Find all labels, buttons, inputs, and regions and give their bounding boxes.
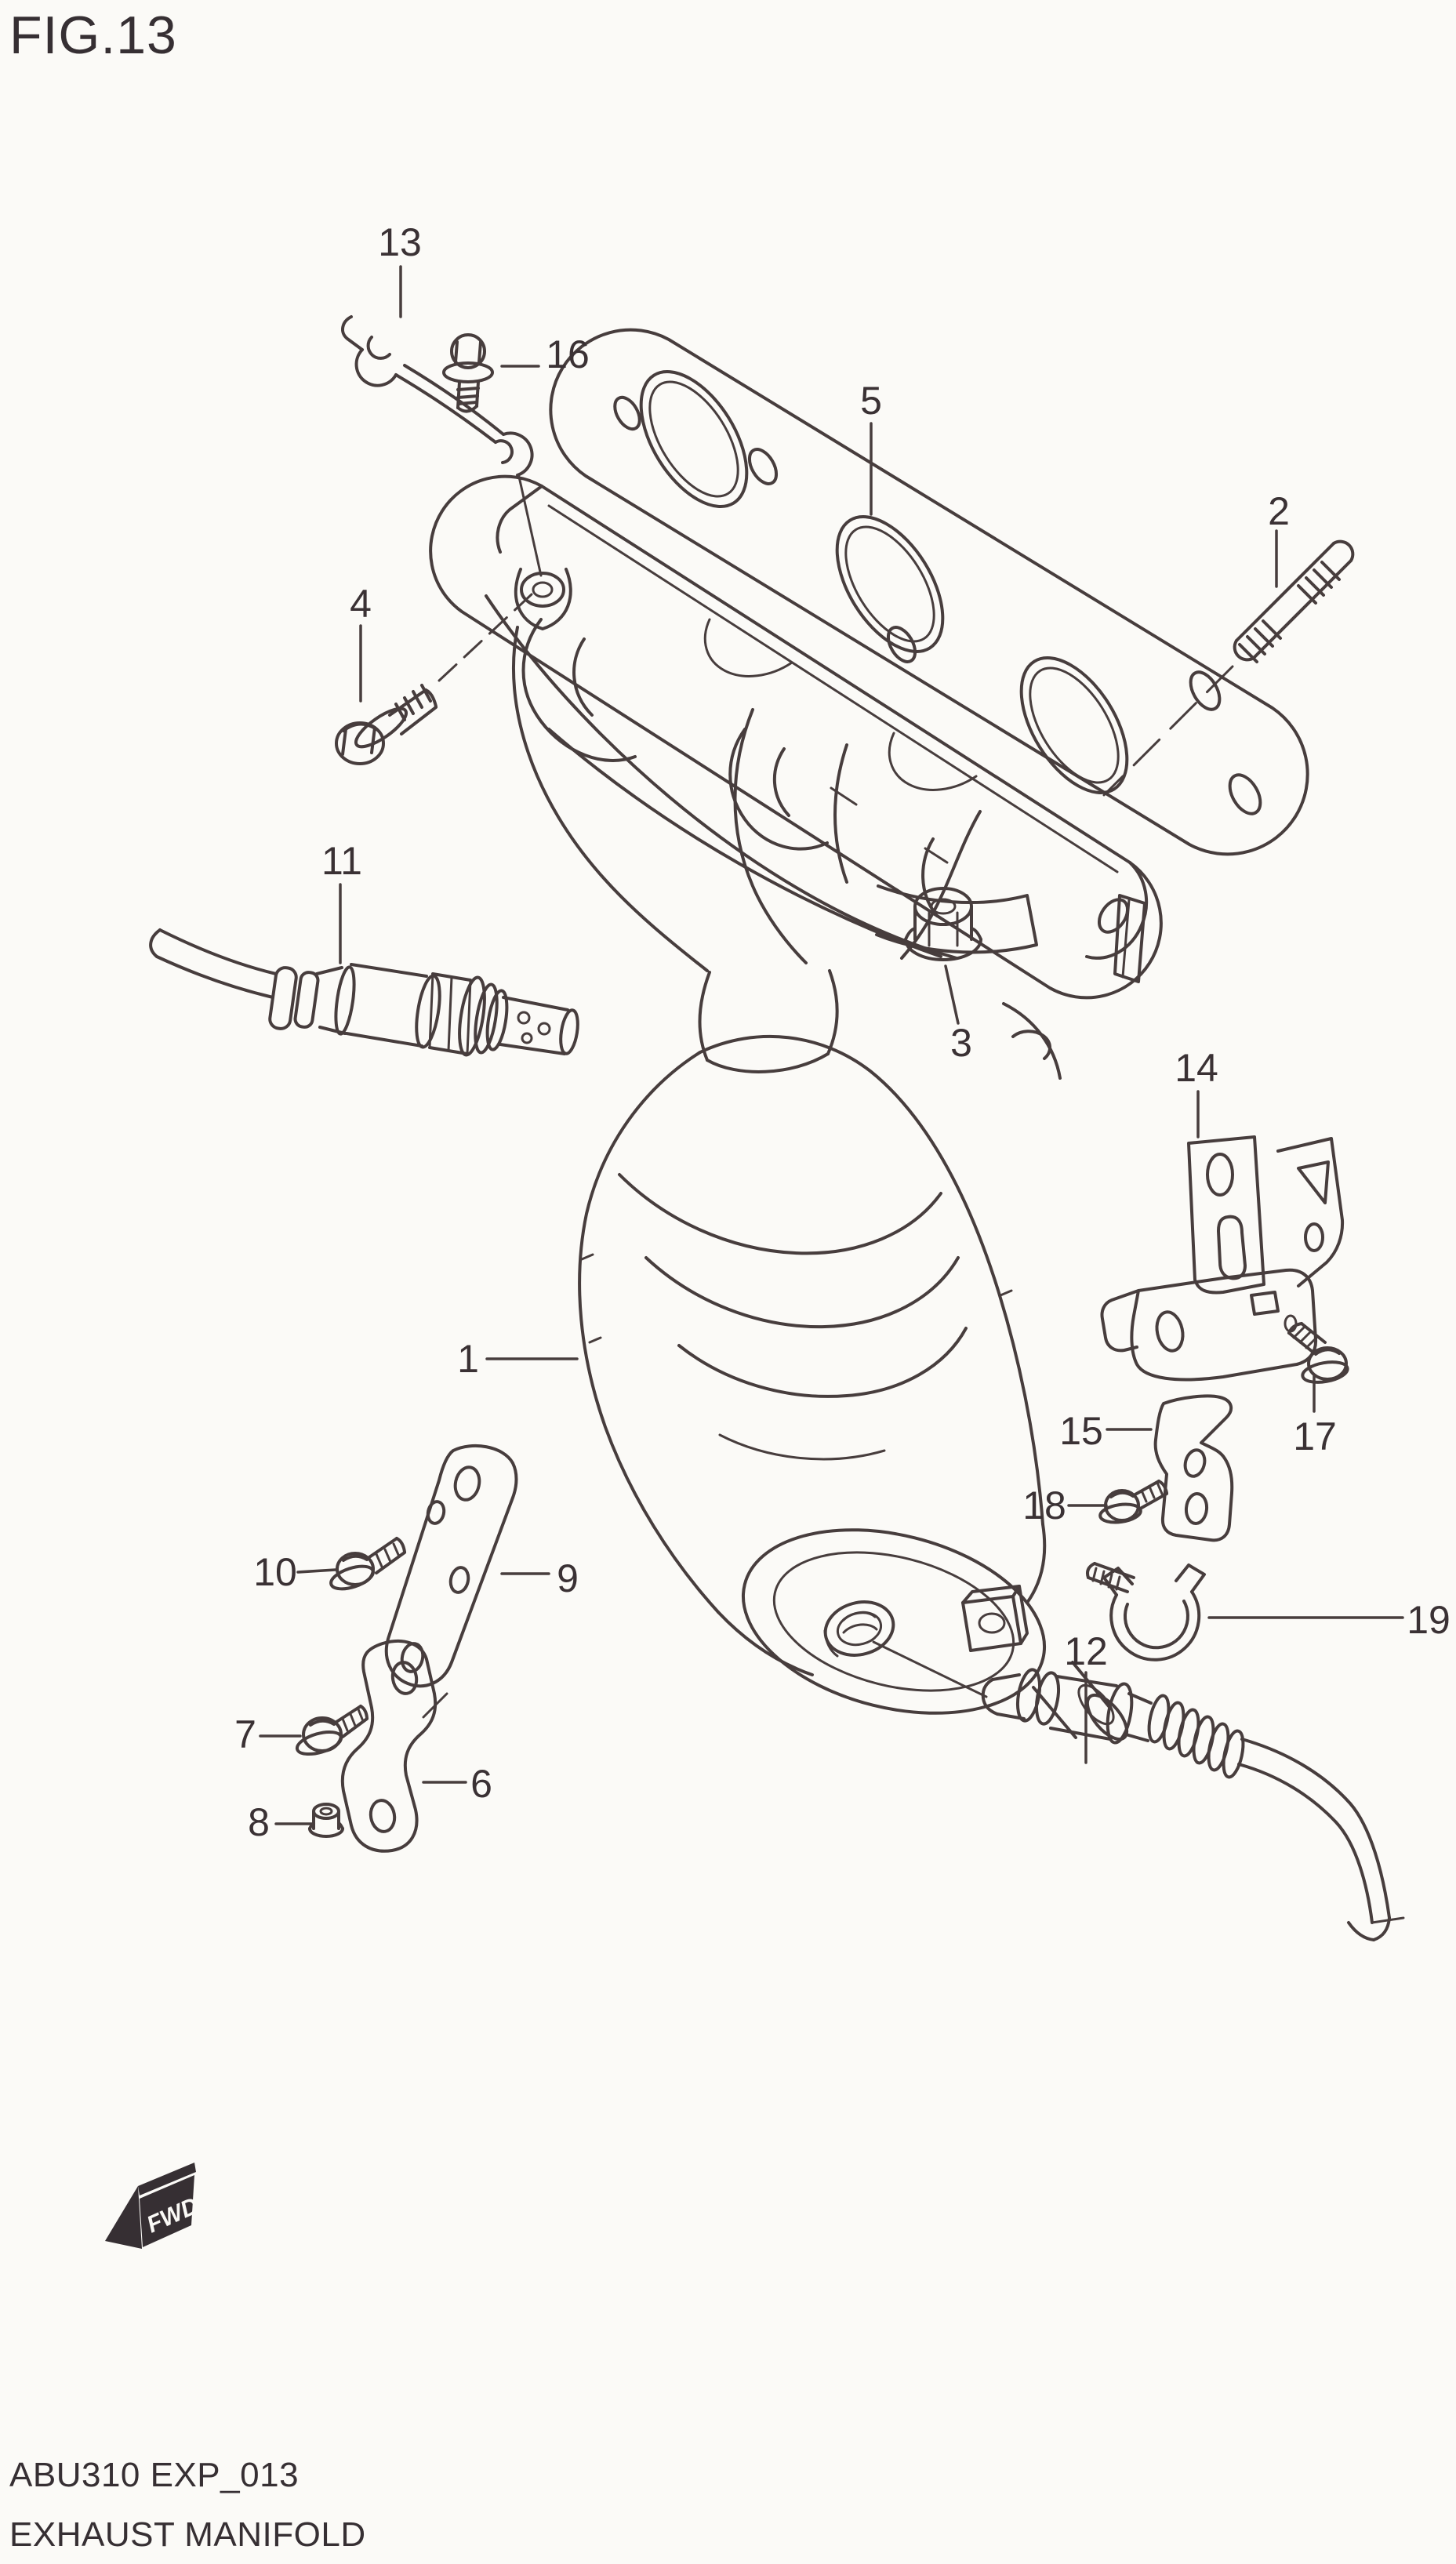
callout-label-5: 5 — [860, 379, 882, 423]
callout-label-7: 7 — [234, 1712, 256, 1756]
callout-label-9: 9 — [557, 1556, 579, 1600]
part-bracket-15 — [1153, 1394, 1234, 1542]
callout-label-13: 13 — [378, 220, 422, 264]
callout-label-8: 8 — [248, 1800, 270, 1844]
callout-label-10: 10 — [253, 1550, 297, 1594]
part-hook-wire — [341, 315, 543, 577]
callout-label-6: 6 — [470, 1762, 492, 1806]
part-bracket-9 — [384, 1444, 518, 1688]
callout-label-11: 11 — [321, 839, 362, 883]
part-bolt-7 — [295, 1705, 369, 1756]
callout-label-18: 18 — [1022, 1484, 1066, 1527]
part-exhaust-manifold — [429, 474, 1163, 1080]
part-bolt-16 — [442, 333, 494, 413]
part-flange-nut-8 — [308, 1803, 344, 1838]
part-bolt-4 — [335, 593, 533, 765]
part-manifold-gasket — [549, 328, 1309, 856]
callout-label-4: 4 — [350, 582, 372, 626]
callout-label-3: 3 — [950, 1021, 972, 1065]
part-oxygen-sensor-upper — [149, 928, 579, 1057]
callout-label-16: 16 — [546, 332, 590, 376]
callout-label-19: 19 — [1407, 1598, 1451, 1642]
part-catalytic-converter — [578, 1034, 1129, 1741]
callout-label-2: 2 — [1268, 489, 1290, 533]
part-bracket-14 — [1100, 1135, 1345, 1382]
callout-label-14: 14 — [1175, 1046, 1218, 1090]
figure-caption: EXHAUST MANIFOLD — [9, 2515, 366, 2554]
part-clamp-19 — [1086, 1562, 1206, 1662]
figure-code: ABU310 EXP_013 — [9, 2456, 300, 2494]
callout-leader-10 — [296, 1568, 337, 1574]
callout-label-15: 15 — [1059, 1409, 1103, 1453]
figure-title: FIG.13 — [9, 5, 177, 65]
callout-leader-3 — [944, 964, 960, 1025]
callout-label-12: 12 — [1064, 1629, 1108, 1673]
part-bolt-10 — [329, 1537, 406, 1591]
part-stud-bolt — [1102, 539, 1355, 797]
part-bracket-6 — [340, 1639, 448, 1853]
part-oxygen-sensor-lower — [981, 1668, 1405, 1941]
callout-label-1: 1 — [457, 1337, 479, 1381]
part-bolt-18 — [1098, 1480, 1168, 1524]
part-bolt-17 — [1287, 1322, 1349, 1384]
callout-label-17: 17 — [1293, 1415, 1337, 1458]
part-flange-nut-3 — [904, 887, 982, 961]
fwd-arrow-icon: FWD — [105, 2163, 202, 2249]
